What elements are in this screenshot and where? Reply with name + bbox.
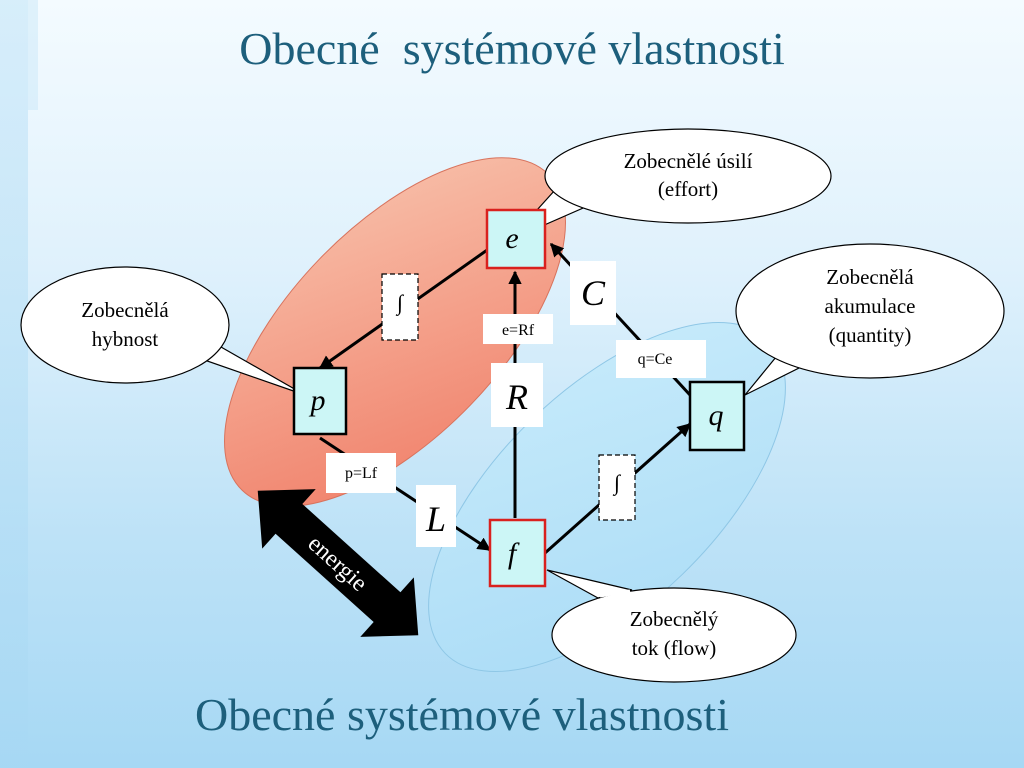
callout-effort-line2: (effort) (658, 177, 718, 201)
callout-flow-line2: tok (flow) (632, 636, 717, 660)
callout-quantity-line1: Zobecnělá (826, 265, 914, 289)
integral-symbol-top: ∫ (395, 290, 405, 316)
equation-e-rf: e=Rf (502, 322, 535, 339)
resistance-label: R (505, 377, 528, 417)
node-momentum-label: p (309, 384, 326, 417)
equation-e-rf-box (483, 314, 553, 344)
callout-effort-line1: Zobecnělé úsilí (624, 149, 753, 173)
equation-p-lf: p=Lf (345, 465, 378, 482)
callout-momentum-line1: Zobecnělá (81, 298, 169, 322)
callout-momentum-line2: hybnost (92, 327, 159, 351)
node-momentum (292, 366, 348, 436)
node-quantity-label: q (709, 399, 724, 432)
background-strip (0, 0, 28, 768)
callout-quantity-line3: (quantity) (829, 323, 912, 347)
callout-flow: Zobecnělý tok (flow) (546, 569, 797, 683)
node-effort (485, 208, 547, 270)
callout-flow-line1: Zobecnělý (630, 607, 719, 631)
inductance-box (416, 485, 456, 547)
resistance-box (491, 363, 543, 427)
integral-box-top (381, 273, 419, 341)
equation-p-lf-box (326, 453, 396, 493)
node-flow (488, 518, 547, 588)
slide-subtitle: Obecné systémové vlastnosti (194, 689, 729, 740)
integral-symbol-bottom: ∫ (612, 470, 622, 496)
equation-q-ce: q=Ce (638, 351, 673, 368)
background-strip-accent (28, 0, 38, 110)
capacitance-box (570, 261, 616, 325)
callout-momentum: Zobecnělá hybnost (20, 266, 306, 396)
node-quantity (688, 380, 746, 452)
slide-title: Obecné systémové vlastnosti (239, 23, 785, 74)
equation-q-ce-box (616, 340, 706, 378)
capacitance-label: C (581, 273, 606, 313)
integral-box-bottom (598, 454, 636, 521)
callout-quantity: Zobecnělá akumulace (quantity) (735, 243, 1005, 396)
node-effort-label: e (505, 222, 518, 255)
callout-quantity-line2: akumulace (825, 294, 916, 318)
inductance-label: L (425, 499, 446, 539)
